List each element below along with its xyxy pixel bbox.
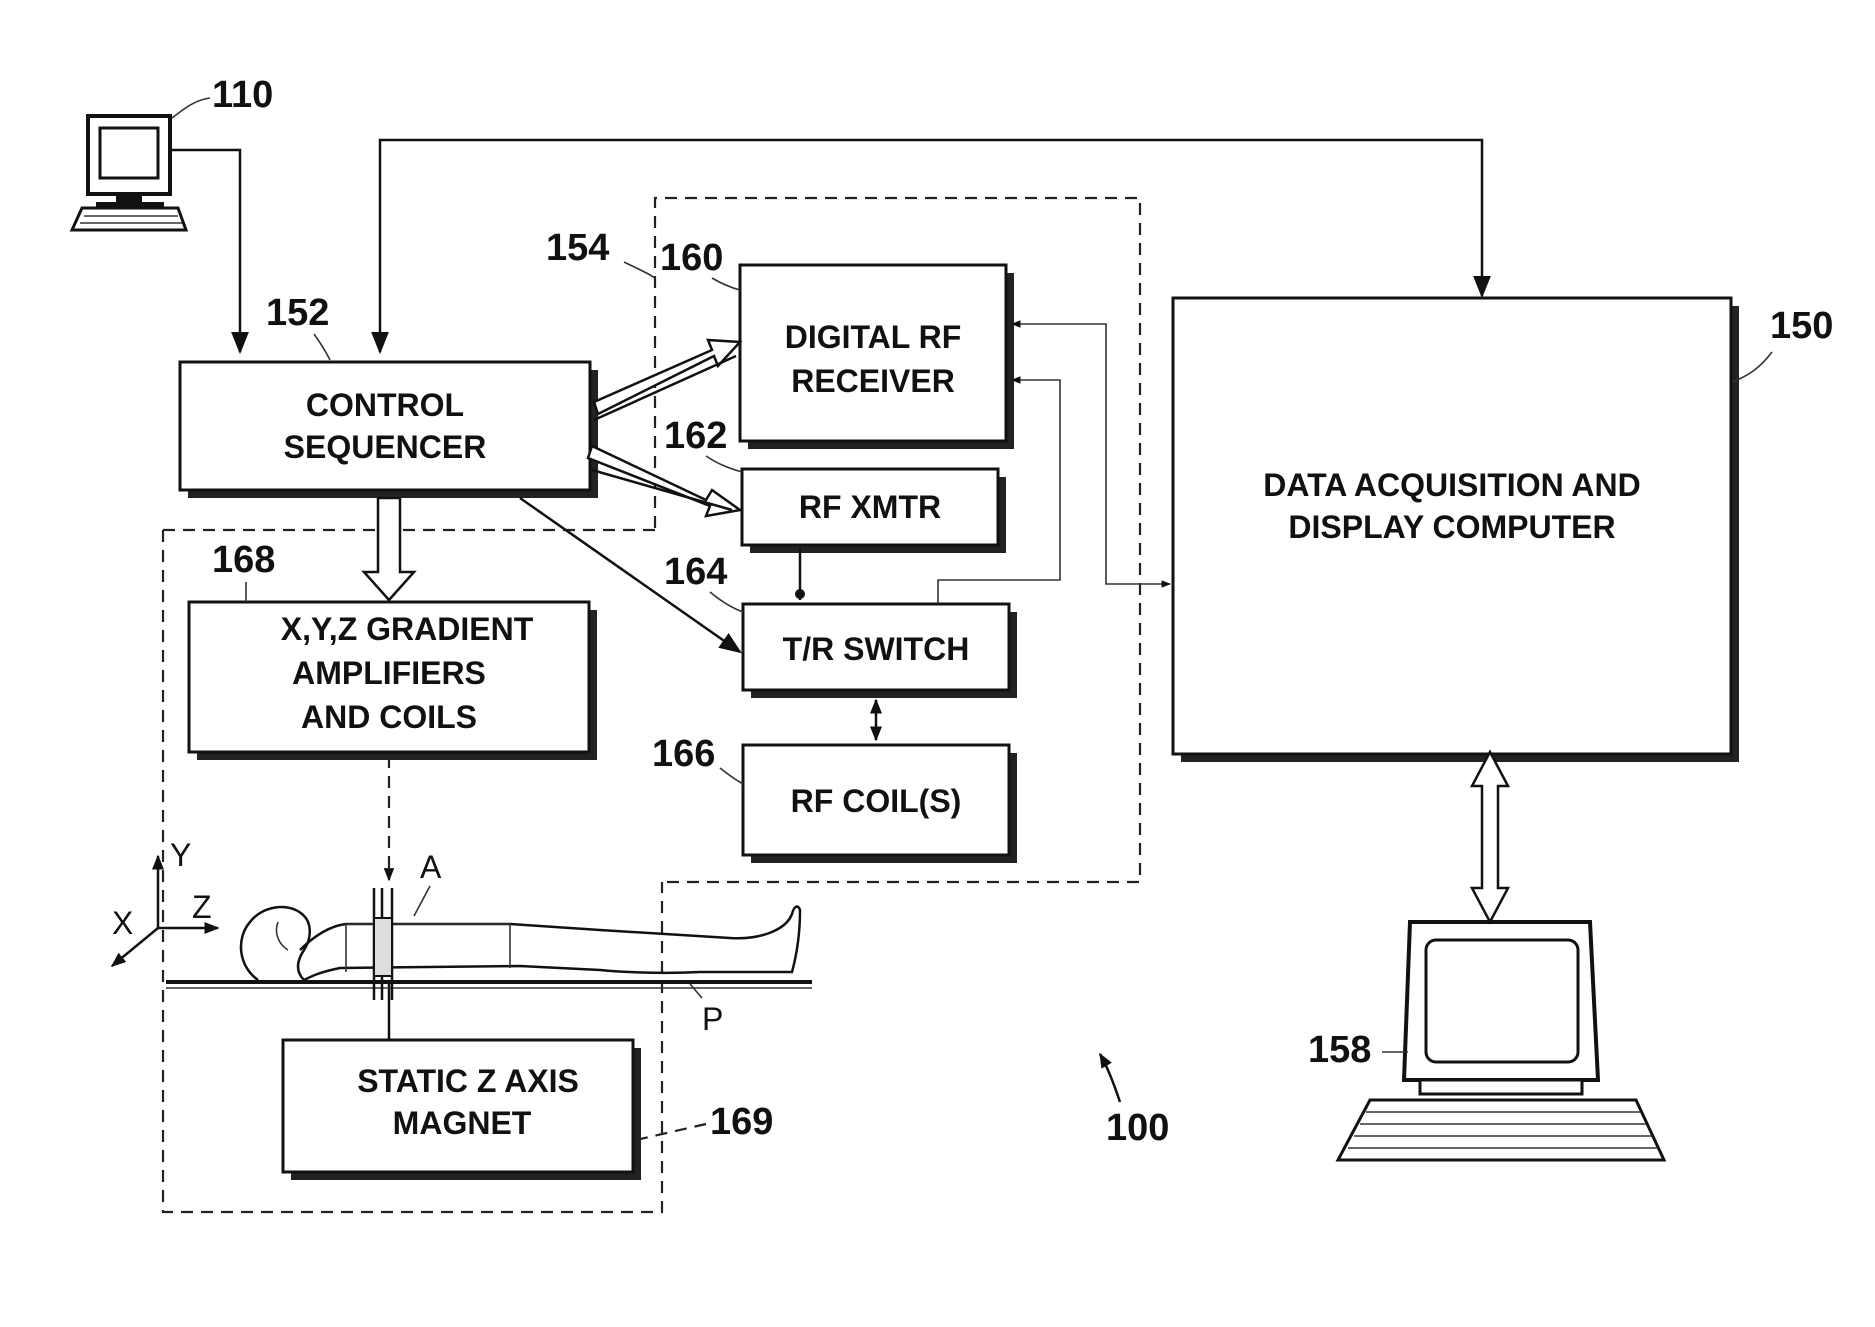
axis-y-label: Y <box>170 837 191 873</box>
axis-z-label: Z <box>192 889 212 925</box>
ref-150: 150 <box>1770 305 1833 347</box>
magnet-label-1: STATIC Z AXIS <box>357 1063 579 1099</box>
ref-100: 100 <box>1106 1107 1169 1149</box>
ref-168: 168 <box>212 539 275 581</box>
ref-166: 166 <box>652 733 715 775</box>
gradient-label-2: AMPLIFIERS <box>292 655 486 691</box>
ref-162: 162 <box>664 415 727 457</box>
digital-rf-receiver-label-2: RECEIVER <box>791 363 955 399</box>
daq-label-1: DATA ACQUISITION AND <box>1263 467 1640 503</box>
gradient-amplifiers-block: X,Y,Z GRADIENT AMPLIFIERS AND COILS <box>189 602 597 760</box>
rf-coils-label: RF COIL(S) <box>791 783 962 819</box>
gradient-label-3: AND COILS <box>301 699 477 735</box>
static-magnet-block: STATIC Z AXIS MAGNET <box>283 1040 641 1180</box>
daq-label-2: DISPLAY COMPUTER <box>1288 509 1615 545</box>
control-sequencer-label-2: SEQUENCER <box>284 429 487 465</box>
ref-164: 164 <box>664 551 727 593</box>
operator-terminal-icon <box>72 116 186 230</box>
tr-switch-label: T/R SWITCH <box>783 631 970 667</box>
daq-display-bus-arrow <box>1472 752 1508 922</box>
patient-on-table <box>166 888 812 1000</box>
marker-a: A <box>420 849 442 885</box>
control-gradient-bus-arrow <box>364 498 414 600</box>
magnet-label-2: MAGNET <box>393 1105 532 1141</box>
ref-169: 169 <box>710 1101 773 1143</box>
marker-p: P <box>702 1001 723 1037</box>
axis-x-label: X <box>112 905 133 941</box>
display-workstation-icon <box>1338 922 1664 1160</box>
ref-154: 154 <box>546 227 609 269</box>
rf-coils-block: RF COIL(S) <box>743 745 1017 863</box>
ref-152: 152 <box>266 292 329 334</box>
ref-160: 160 <box>660 237 723 279</box>
digital-rf-receiver-block: DIGITAL RF RECEIVER <box>740 265 1014 449</box>
tr-switch-block: T/R SWITCH <box>743 604 1017 698</box>
rf-xmtr-label: RF XMTR <box>799 489 941 525</box>
rf-xmtr-block: RF XMTR <box>742 469 1006 553</box>
ref-110: 110 <box>212 74 273 116</box>
gradient-label-1: X,Y,Z GRADIENT <box>281 611 534 647</box>
control-sequencer-block: CONTROL SEQUENCER <box>180 362 598 498</box>
control-sequencer-label-1: CONTROL <box>306 387 464 423</box>
ref-158: 158 <box>1308 1029 1371 1071</box>
digital-rf-receiver-label-1: DIGITAL RF <box>785 319 962 355</box>
daq-computer-block: DATA ACQUISITION AND DISPLAY COMPUTER <box>1173 298 1739 762</box>
